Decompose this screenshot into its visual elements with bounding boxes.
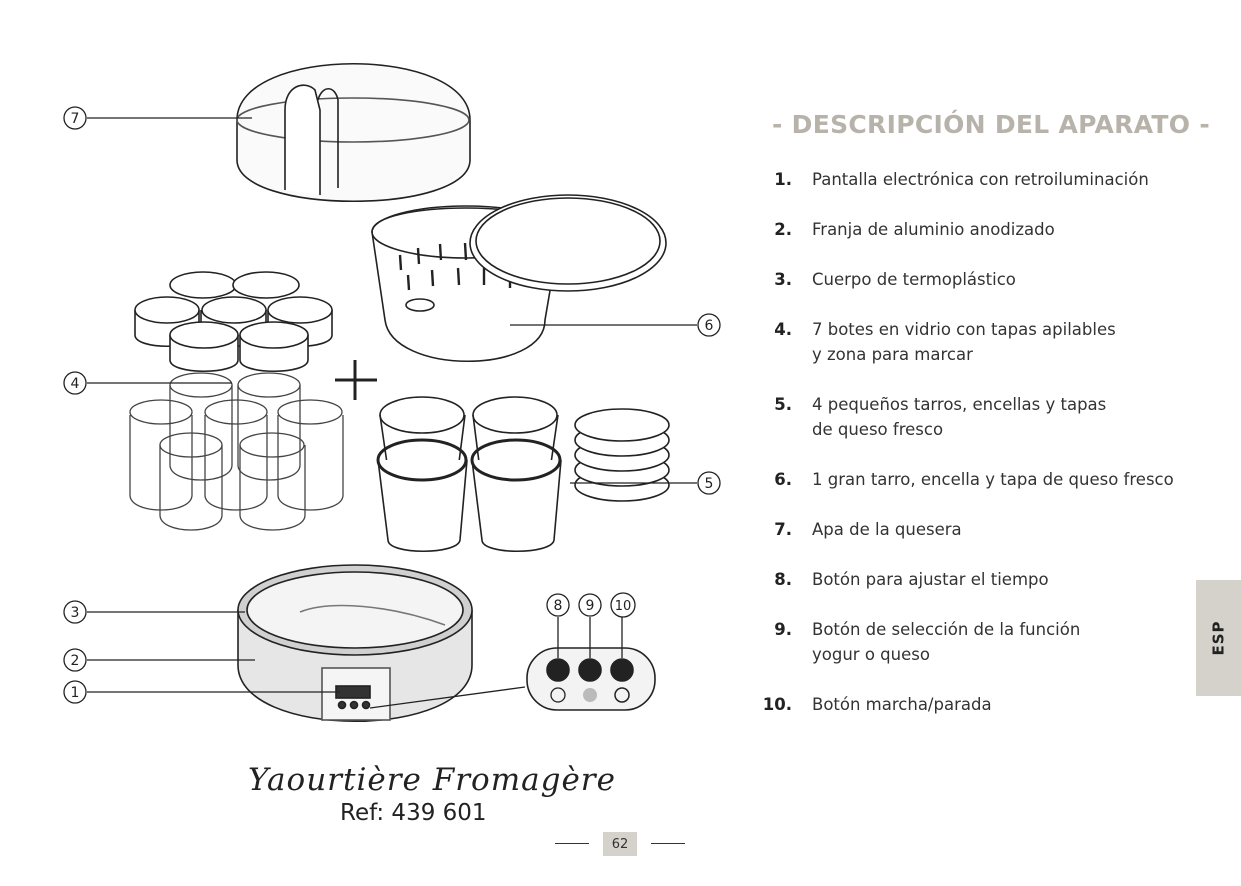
list-item-line: Franja de aluminio anodizado bbox=[812, 220, 1055, 239]
list-item-number: 5. bbox=[774, 395, 792, 414]
list-item-text: Franja de aluminio anodizado bbox=[812, 217, 1212, 242]
page-line-left bbox=[555, 843, 589, 844]
product-name: Yaourtière Fromagère bbox=[248, 762, 616, 798]
callout-10: 10 bbox=[615, 599, 632, 614]
list-item-text: 7 botes en vidrio con tapas apilables y z… bbox=[812, 317, 1212, 367]
section-title: - DESCRIPCIÓN DEL APARATO - bbox=[772, 110, 1210, 139]
list-item-line: Botón de selección de la función bbox=[812, 620, 1081, 639]
list-item-text: Botón marcha/parada bbox=[812, 692, 1212, 717]
appliance-diagram: 7 4 3 2 1 6 5 8 9 10 bbox=[63, 62, 721, 723]
list-item-line: 4 pequeños tarros, encellas y tapas bbox=[812, 395, 1107, 414]
plus-icon bbox=[335, 360, 377, 400]
callout-8: 8 bbox=[554, 598, 563, 614]
page-number: 62 bbox=[603, 832, 637, 856]
list-item-line: Botón para ajustar el tiempo bbox=[812, 570, 1049, 589]
list-item-text: Botón para ajustar el tiempo bbox=[812, 567, 1212, 592]
list-item-text: Botón de selección de la función yogur o … bbox=[812, 617, 1212, 667]
list-item-number: 7. bbox=[774, 520, 792, 539]
lid-dome bbox=[236, 62, 471, 202]
list-item-line: Apa de la quesera bbox=[812, 520, 962, 539]
list-item-text: 1 gran tarro, encella y tapa de queso fr… bbox=[812, 467, 1212, 492]
callout-7: 7 bbox=[71, 111, 80, 127]
large-strainer bbox=[371, 194, 667, 362]
list-item-text: Cuerpo de termoplástico bbox=[812, 267, 1212, 292]
list-item-line: y zona para marcar bbox=[812, 345, 973, 364]
list-item-text: 4 pequeños tarros, encellas y tapas de qu… bbox=[812, 392, 1212, 442]
list-item-number: 1. bbox=[774, 170, 792, 189]
control-panel-zoom bbox=[526, 647, 656, 711]
callout-9: 9 bbox=[586, 598, 595, 614]
list-item-number: 10. bbox=[762, 695, 792, 714]
glass-jars bbox=[129, 271, 344, 531]
list-item-number: 2. bbox=[774, 220, 792, 239]
list-item-number: 9. bbox=[774, 620, 792, 639]
list-item-line: de queso fresco bbox=[812, 420, 944, 439]
list-item-line: Pantalla electrónica con retroiluminació… bbox=[812, 170, 1149, 189]
list-item-line: Botón marcha/parada bbox=[812, 695, 992, 714]
list-item-line: 7 botes en vidrio con tapas apilables bbox=[812, 320, 1116, 339]
callout-6: 6 bbox=[705, 318, 714, 334]
product-reference: Ref: 439 601 bbox=[340, 800, 487, 826]
small-strainers bbox=[376, 396, 670, 552]
list-item-line: Cuerpo de termoplástico bbox=[812, 270, 1016, 289]
list-item-number: 8. bbox=[774, 570, 792, 589]
list-item-line: yogur o queso bbox=[812, 645, 930, 664]
list-item-number: 4. bbox=[774, 320, 792, 339]
page-line-right bbox=[651, 843, 685, 844]
callout-2: 2 bbox=[71, 653, 80, 669]
callout-3: 3 bbox=[71, 605, 80, 621]
callout-1: 1 bbox=[71, 685, 80, 701]
language-tab-label: ESP bbox=[1209, 620, 1228, 656]
list-item-number: 3. bbox=[774, 270, 792, 289]
list-item-line: 1 gran tarro, encella y tapa de queso fr… bbox=[812, 470, 1174, 489]
language-tab: ESP bbox=[1196, 580, 1241, 696]
callout-5: 5 bbox=[705, 476, 714, 492]
list-item-number: 6. bbox=[774, 470, 792, 489]
appliance-base bbox=[237, 564, 473, 723]
list-item-text: Apa de la quesera bbox=[812, 517, 1212, 542]
list-item-text: Pantalla electrónica con retroiluminació… bbox=[812, 167, 1212, 192]
callout-4: 4 bbox=[71, 376, 80, 392]
